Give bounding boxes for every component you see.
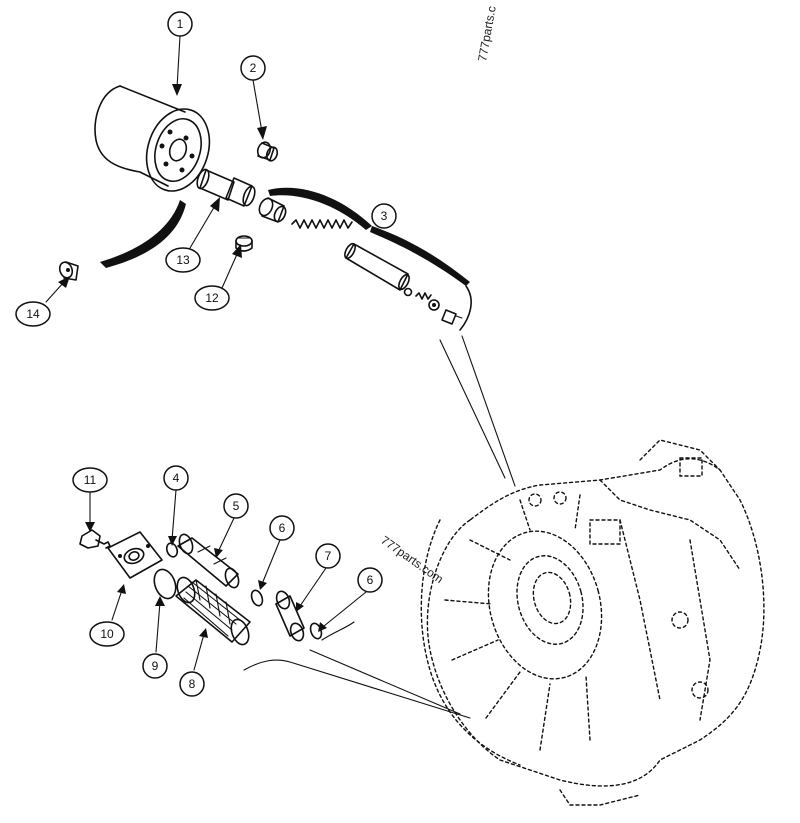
callout-6-right: 6 xyxy=(357,567,383,593)
callout-label: 12 xyxy=(205,291,219,305)
callout-label: 10 xyxy=(100,627,114,641)
lower-assembly xyxy=(79,529,471,719)
callout-label: 8 xyxy=(189,677,196,691)
transmission-housing xyxy=(420,439,765,806)
callout-6-left: 6 xyxy=(269,515,295,541)
callout-7: 7 xyxy=(315,543,341,569)
callout-11: 11 xyxy=(72,467,108,493)
plug-14 xyxy=(58,261,79,281)
bracket-swoop-left xyxy=(100,200,186,268)
callout-10: 10 xyxy=(89,621,125,647)
leader-lines-bottom xyxy=(85,489,367,671)
callout-12: 12 xyxy=(194,285,230,311)
callout-8: 8 xyxy=(179,671,205,697)
callout-9: 9 xyxy=(142,653,168,679)
callout-4: 4 xyxy=(163,465,189,491)
callout-label: 13 xyxy=(176,253,190,267)
relief-valve-assembly xyxy=(258,187,472,331)
watermark-top: 777parts.c xyxy=(475,5,499,63)
callout-label: 14 xyxy=(26,307,40,321)
callout-label: 3 xyxy=(381,209,388,223)
watermark-middle: 777parts.com xyxy=(378,533,446,586)
valve-to-housing-lines xyxy=(439,335,516,487)
callout-2: 2 xyxy=(240,55,266,81)
adapter-fitting xyxy=(196,168,256,207)
callout-3: 3 xyxy=(371,203,397,229)
callout-label: 7 xyxy=(325,549,332,563)
callout-1: 1 xyxy=(167,11,193,37)
callout-label: 9 xyxy=(152,659,159,673)
plug-2 xyxy=(256,141,279,162)
callout-label: 6 xyxy=(279,521,286,535)
callout-label: 2 xyxy=(250,61,257,75)
plug-12 xyxy=(235,235,253,252)
callout-14: 14 xyxy=(15,301,51,327)
callout-label: 1 xyxy=(177,17,184,31)
callout-label: 6 xyxy=(367,573,374,587)
callout-5: 5 xyxy=(223,493,249,519)
callout-label: 11 xyxy=(84,473,97,487)
callout-label: 5 xyxy=(233,499,240,513)
callout-label: 4 xyxy=(173,471,180,485)
callout-13: 13 xyxy=(165,247,201,273)
oil-filter xyxy=(94,85,211,192)
